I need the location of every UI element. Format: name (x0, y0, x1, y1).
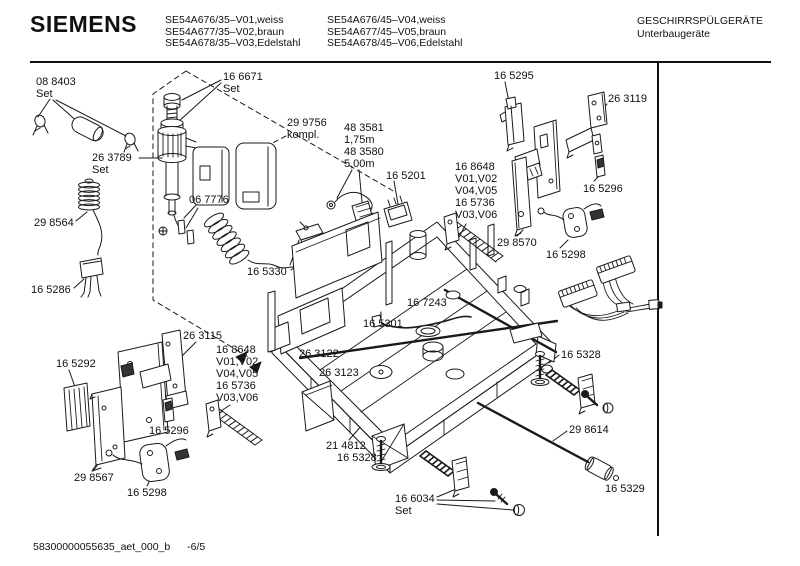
part-label-16-5330: 16 5330 (247, 266, 287, 278)
part-label-16-5329: 16 5329 (605, 483, 645, 495)
model-list-col2: SE54A676/45–V04,weiss SE54A677/45–V05,br… (327, 14, 463, 50)
corrugated-hose (78, 178, 103, 256)
right-mounting-brackets (499, 91, 608, 238)
model-variant: SE54A678/35–V03,Edelstahl (165, 37, 301, 49)
subcategory-line: Unterbaugeräte (637, 27, 710, 40)
part-label-26-3123: 26 3123 (319, 367, 359, 379)
mounting-clip (79, 257, 104, 298)
left-mounting-brackets (63, 329, 190, 482)
part-label-16-5328-left: 16 5328 (337, 452, 377, 464)
model-variant: SE54A677/45–V05,braun (327, 25, 447, 38)
part-label-21-4812: 21 4812 (326, 440, 366, 452)
model-list-col1: SE54A676/35–V01,weiss SE54A677/35–V02,br… (165, 14, 301, 50)
part-label-16-6671: 16 6671 Set (223, 71, 263, 95)
part-label-29-8570: 29 8570 (497, 237, 537, 249)
part-label-08-8403: 08 8403 Set (36, 76, 76, 100)
frame-internal-parts (235, 223, 559, 380)
part-label-26-3789: 26 3789 Set (92, 152, 132, 176)
appliance-category: GESCHIRRSPÜLGERÄTE Unterbaugeräte (637, 15, 763, 40)
leveling-screws (371, 351, 550, 471)
ribbon-cable-harness (558, 255, 663, 321)
part-label-26-3119: 26 3119 (608, 93, 647, 105)
part-label-16-6034: 16 6034 Set (395, 493, 435, 517)
comb-strip-left (205, 399, 263, 446)
part-label-16-8648-left: 16 8648 V01,V02 V04,V05 16 5736 V03,V06 (216, 344, 259, 404)
model-variant: SE54A676/45–V04,weiss (327, 14, 446, 26)
part-label-29-9756: 29 9756 kompl. (287, 117, 327, 141)
fixing-rail-set-bottom (419, 450, 525, 516)
part-label-26-3122: 26 3122 (299, 348, 339, 360)
page-indicator: -6/5 (187, 541, 206, 553)
part-label-16-5292: 16 5292 (56, 358, 96, 370)
part-label-16-8648-right: 16 8648 V01,V02 V04,V05 16 5736 V03,V06 (455, 161, 498, 221)
comb-strip-right (443, 212, 504, 263)
fixing-rail-set-right (545, 369, 614, 415)
part-label-29-8564: 29 8564 (34, 217, 74, 229)
part-label-16-5286: 16 5286 (31, 284, 71, 296)
part-label-16-7243: 16 7243 (407, 297, 447, 309)
cable-and-connectors (326, 191, 413, 231)
category-line: GESCHIRRSPÜLGERÄTE (637, 15, 764, 27)
part-label-48-3581: 48 3581 1,75m 48 3580 5,00m (344, 122, 384, 170)
part-label-16-5296-left: 16 5296 (149, 425, 189, 437)
document-id: 58300000055635_aet_000_b (33, 541, 171, 553)
hose-clamp-set (32, 114, 139, 153)
brand-logo: SIEMENS (30, 11, 138, 37)
part-label-16-5301: 16 5301 (363, 318, 403, 330)
rod-and-end-fitting (476, 401, 619, 481)
model-variant: SE54A678/45–V06,Edelstahl (327, 37, 463, 49)
part-label-16-5328-right: 16 5328 (561, 349, 601, 361)
part-label-16-5296-right: 16 5296 (583, 183, 623, 195)
part-label-16-5298-left: 16 5298 (127, 487, 167, 499)
part-label-16-5201: 16 5201 (386, 170, 426, 182)
model-variant: SE54A677/35–V02,braun (165, 25, 285, 38)
footer: 58300000055635_aet_000_b -6/5 (33, 541, 205, 553)
part-label-16-5298-right: 16 5298 (546, 249, 586, 261)
model-variant: SE54A676/35–V01,weiss (165, 14, 284, 26)
part-label-29-8614: 29 8614 (569, 424, 609, 436)
header-divider (30, 61, 771, 63)
part-label-29-8567: 29 8567 (74, 472, 114, 484)
part-label-26-3115: 26 3115 (183, 330, 222, 342)
part-label-06-7776: 06 7776 (189, 194, 229, 206)
part-label-16-5295: 16 5295 (494, 70, 534, 82)
